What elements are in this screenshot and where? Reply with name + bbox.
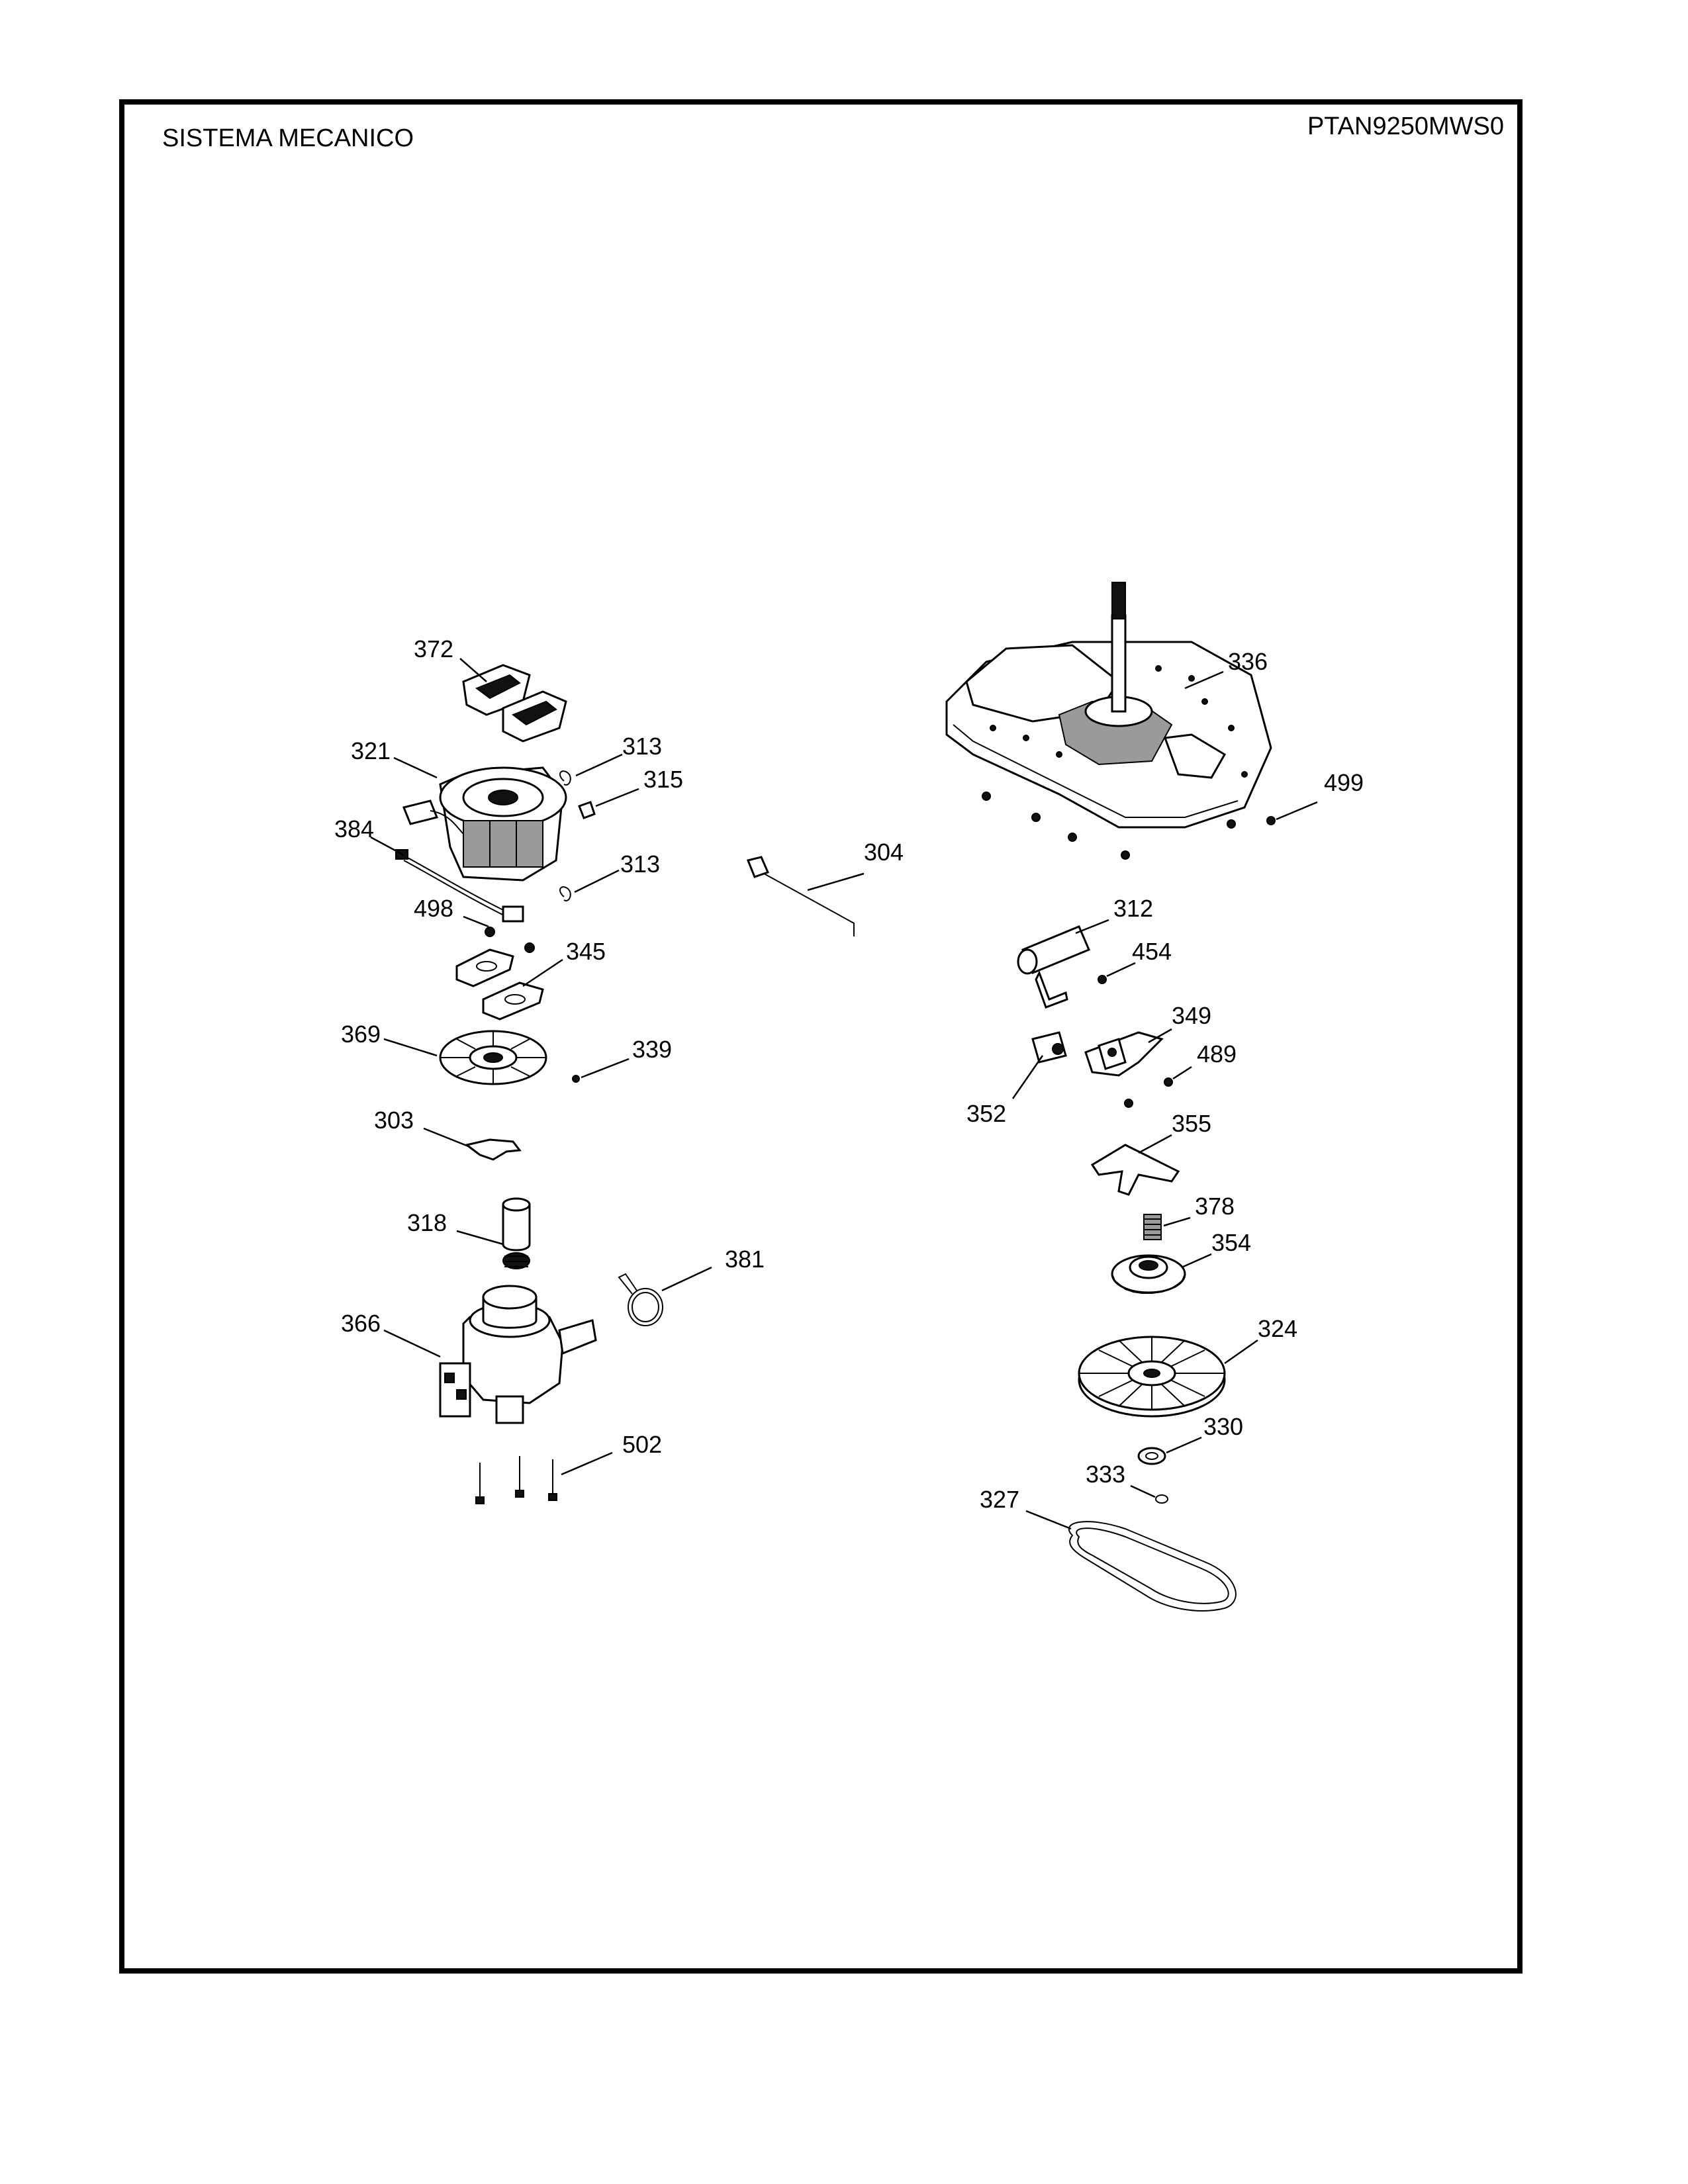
label-313-lower: 313 [620, 850, 660, 878]
label-498: 498 [414, 895, 453, 922]
leader-318 [456, 1230, 504, 1246]
leader-498 [463, 915, 489, 928]
label-454: 454 [1132, 938, 1172, 965]
part-384-drawing [395, 849, 524, 923]
label-384: 384 [334, 815, 374, 842]
leader-369 [383, 1038, 438, 1057]
part-454-drawing [1098, 975, 1107, 984]
part-318-drawing [502, 1197, 531, 1269]
label-336: 336 [1228, 648, 1268, 675]
label-318: 318 [407, 1209, 447, 1236]
label-366: 366 [341, 1310, 381, 1337]
leader-489 [1172, 1066, 1192, 1080]
leader-324 [1224, 1339, 1258, 1365]
leader-339 [581, 1058, 630, 1079]
leader-354 [1181, 1253, 1212, 1269]
part-366-drawing [439, 1285, 597, 1424]
part-303-drawing [464, 1138, 522, 1161]
part-330-drawing [1137, 1447, 1166, 1465]
part-349-drawing [1084, 1031, 1164, 1077]
label-312: 312 [1113, 895, 1153, 922]
label-369: 369 [341, 1021, 381, 1048]
part-304-drawing [746, 856, 855, 936]
label-333: 333 [1086, 1461, 1125, 1488]
label-352: 352 [966, 1100, 1006, 1127]
leader-333 [1130, 1484, 1156, 1498]
leader-313-lower [574, 869, 620, 893]
part-327-drawing [1068, 1521, 1237, 1612]
part-378-drawing [1143, 1214, 1162, 1240]
part-352-drawing [1031, 1031, 1067, 1064]
leader-372 [459, 658, 487, 682]
leader-352 [1011, 1055, 1044, 1099]
part-369-drawing [439, 1030, 547, 1085]
part-313-drawing [559, 770, 571, 901]
part-324-drawing [1078, 1336, 1226, 1418]
leader-349 [1148, 1028, 1172, 1044]
leader-327 [1025, 1510, 1072, 1530]
part-355-drawing [1090, 1144, 1180, 1196]
label-355: 355 [1172, 1110, 1211, 1137]
leader-lines [370, 658, 1318, 1530]
label-304: 304 [864, 839, 904, 866]
leader-312 [1075, 919, 1109, 934]
label-372: 372 [414, 635, 453, 662]
leader-304 [807, 872, 865, 891]
leader-303 [423, 1127, 471, 1148]
part-381-drawing [618, 1273, 663, 1326]
part-502-drawing [475, 1456, 557, 1504]
part-372-drawing [462, 664, 567, 743]
diagram-title: SISTEMA MECANICO [162, 124, 414, 152]
leader-454 [1106, 962, 1136, 978]
leader-345 [522, 958, 563, 987]
label-303: 303 [374, 1107, 414, 1134]
drawing-frame [119, 99, 1523, 1974]
label-489: 489 [1197, 1040, 1237, 1068]
leader-330 [1166, 1436, 1202, 1454]
leader-336 [1184, 670, 1224, 690]
leader-384 [370, 836, 404, 856]
model-number: PTAN9250MWS0 [1307, 113, 1504, 140]
part-336-drawing [945, 582, 1272, 829]
part-489-drawing [1124, 1077, 1173, 1108]
leader-366 [383, 1329, 441, 1358]
part-354-drawing [1111, 1254, 1186, 1294]
leader-313-upper [575, 753, 623, 777]
label-327: 327 [980, 1486, 1019, 1513]
part-333-drawing [1155, 1494, 1168, 1504]
leader-315 [595, 788, 639, 807]
leader-321 [393, 756, 438, 779]
leader-502 [561, 1451, 613, 1476]
part-321-drawing [402, 766, 567, 882]
label-330: 330 [1203, 1413, 1243, 1440]
part-315-drawing [578, 801, 596, 819]
label-499: 499 [1324, 769, 1364, 796]
label-378: 378 [1195, 1193, 1235, 1220]
label-354: 354 [1211, 1229, 1251, 1256]
label-345: 345 [566, 938, 606, 965]
label-315: 315 [643, 766, 683, 793]
leader-355 [1138, 1134, 1172, 1154]
label-502: 502 [622, 1431, 662, 1458]
part-labels: 372 321 313 315 384 313 498 345 369 339 … [334, 635, 1364, 1513]
leader-381 [661, 1266, 712, 1292]
leader-499 [1276, 801, 1318, 821]
part-339-drawing [572, 1075, 580, 1083]
label-313-upper: 313 [622, 733, 662, 760]
label-339: 339 [632, 1036, 672, 1063]
label-349: 349 [1172, 1002, 1211, 1029]
part-345-drawing [455, 948, 544, 1021]
label-381: 381 [725, 1246, 765, 1273]
label-324: 324 [1258, 1315, 1297, 1342]
part-312-drawing [1017, 925, 1090, 1009]
label-321: 321 [351, 737, 391, 764]
part-499-drawing [982, 792, 1276, 860]
leader-378 [1163, 1216, 1191, 1227]
part-498-drawing [485, 927, 535, 953]
